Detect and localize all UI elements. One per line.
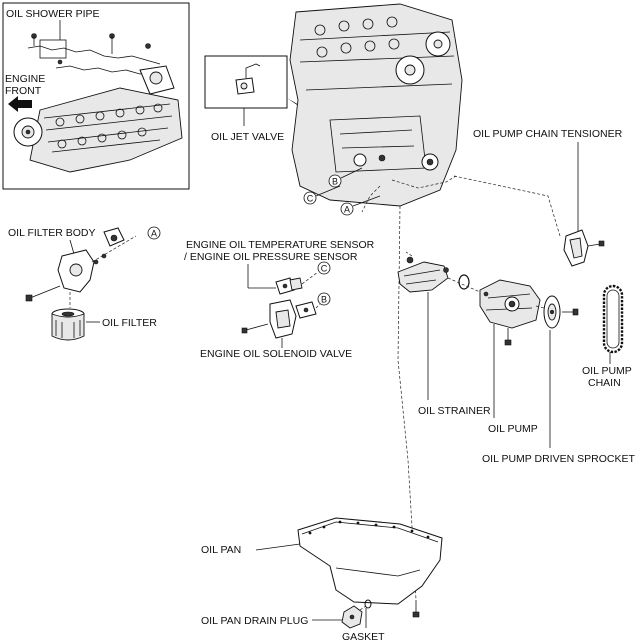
label-oil-pan: OIL PAN [201, 544, 241, 556]
label-engine-oil-solenoid-valve: ENGINE OIL SOLENOID VALVE [200, 348, 352, 360]
oil-filter-group: OIL FILTER BODY A OIL FILTER [8, 226, 161, 341]
oil-pump-chain-drawing [602, 284, 624, 354]
label-oil-jet-valve: OIL JET VALVE [211, 131, 284, 143]
label-oil-pump-driven-sprocket: OIL PUMP DRIVEN SPROCKET [482, 453, 635, 465]
callout-b-solenoid: B [321, 295, 327, 305]
oil-jet-valve-drawing [235, 63, 261, 95]
label-oil-shower-pipe: OIL SHOWER PIPE [6, 8, 100, 20]
label-oil-filter-body: OIL FILTER BODY [8, 227, 96, 239]
callout-b-block: B [332, 177, 338, 187]
label-oil-filter: OIL FILTER [102, 317, 157, 329]
oil-strainer-drawing [397, 251, 449, 293]
label-oil-pump-chain-tensioner: OIL PUMP CHAIN TENSIONER [473, 128, 623, 140]
label-gasket: GASKET [342, 631, 385, 643]
inset-cylinder-head: OIL SHOWER PIPE ENGINE FRONT [2, 2, 190, 190]
label-oil-pump-chain-line1: OIL PUMP [582, 365, 632, 377]
o-ring-drawing [458, 274, 470, 290]
label-oil-pump-chain-line2: CHAIN [588, 377, 621, 389]
label-oil-pump: OIL PUMP [488, 423, 538, 435]
callout-a-block: A [344, 205, 350, 215]
oil-pump-drawing [447, 277, 541, 346]
oil-filter-drawing [51, 308, 85, 341]
callout-c-sensor: C [321, 264, 328, 274]
driven-sprocket-drawing [535, 295, 579, 329]
label-oil-pan-drain-plug: OIL PAN DRAIN PLUG [201, 615, 308, 627]
engine-front-arrow-icon [8, 96, 32, 112]
label-temp-sensor-line2: / ENGINE OIL PRESSURE SENSOR [184, 251, 358, 263]
engine-block-drawing [289, 3, 463, 207]
callout-a-filter-body: A [151, 229, 157, 239]
solenoid-valve-drawing [241, 299, 317, 339]
block-callouts: B C A [303, 167, 381, 216]
oil-pan-group: OIL PAN OIL PAN DRAIN PLUG GASKET [201, 517, 443, 643]
temp-sensor-drawing [275, 277, 303, 295]
oil-pan-drawing [297, 517, 443, 605]
label-oil-strainer: OIL STRAINER [418, 405, 491, 417]
label-temp-sensor-line1: ENGINE OIL TEMPERATURE SENSOR [186, 239, 375, 251]
label-engine: ENGINE [5, 73, 45, 85]
chain-tensioner-drawing [563, 229, 605, 267]
cylinder-head-drawing [13, 65, 183, 173]
callout-c-block: C [307, 194, 314, 204]
label-front: FRONT [5, 85, 42, 97]
oil-filter-body-drawing [25, 227, 137, 302]
drain-plug-drawing [341, 599, 372, 629]
oil-pump-assembly: OIL PUMP CHAIN TENSIONER OIL STRAINER [361, 128, 635, 601]
sensor-solenoid-group: ENGINE OIL TEMPERATURE SENSOR / ENGINE O… [184, 239, 375, 360]
oil-shower-pipe-drawing [27, 33, 161, 75]
